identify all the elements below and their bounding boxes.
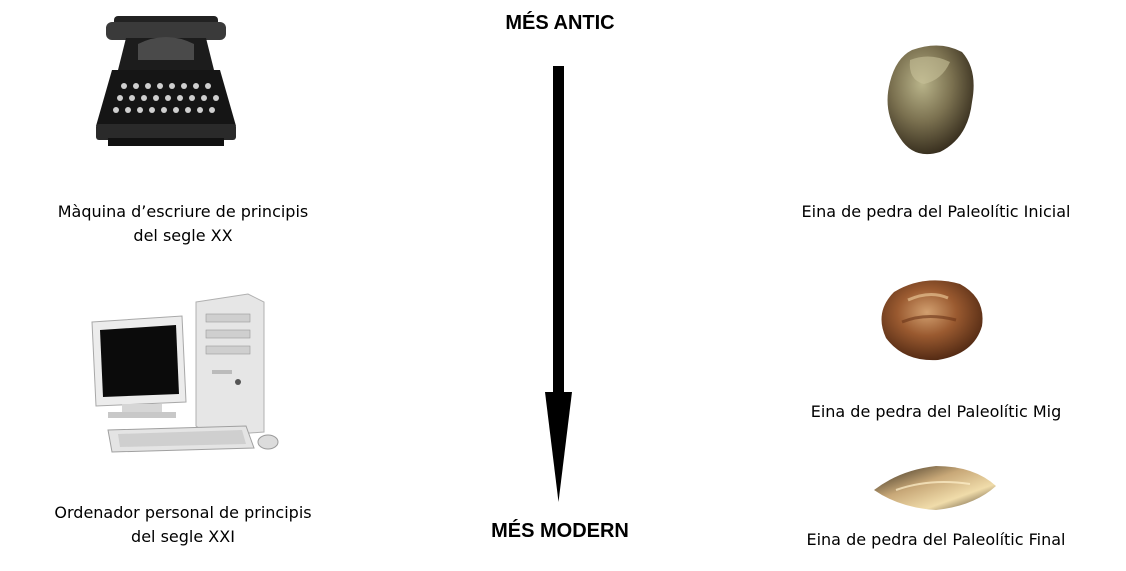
label-most-ancient: MÉS ANTIC: [505, 12, 615, 34]
computer-image: [78, 290, 288, 460]
blade-tool-caption: Eina de pedra del Paleolític Final: [806, 530, 1066, 549]
timeline-arrow: [545, 66, 572, 502]
stone-tool-caption: Eina de pedra del Paleolític Inicial: [801, 202, 1071, 221]
stone-tool-image: [880, 40, 980, 160]
computer-caption-line2: del segle XXI: [131, 527, 235, 546]
computer-caption-line1: Ordenador personal de principis: [54, 503, 312, 522]
typewriter-caption-line2: del segle XX: [133, 226, 233, 245]
typewriter-image: [86, 8, 246, 168]
label-most-modern: MÉS MODERN: [491, 520, 629, 542]
typewriter-caption-line1: Màquina d’escriure de principis: [57, 202, 309, 221]
flint-tool-caption: Eina de pedra del Paleolític Mig: [810, 402, 1062, 421]
flint-tool-image: [874, 270, 990, 366]
blade-tool-image: [870, 460, 1000, 514]
typewriter-caption: Màquina d’escriure de principis del segl…: [0, 200, 366, 248]
computer-caption: Ordenador personal de principis del segl…: [0, 501, 366, 549]
